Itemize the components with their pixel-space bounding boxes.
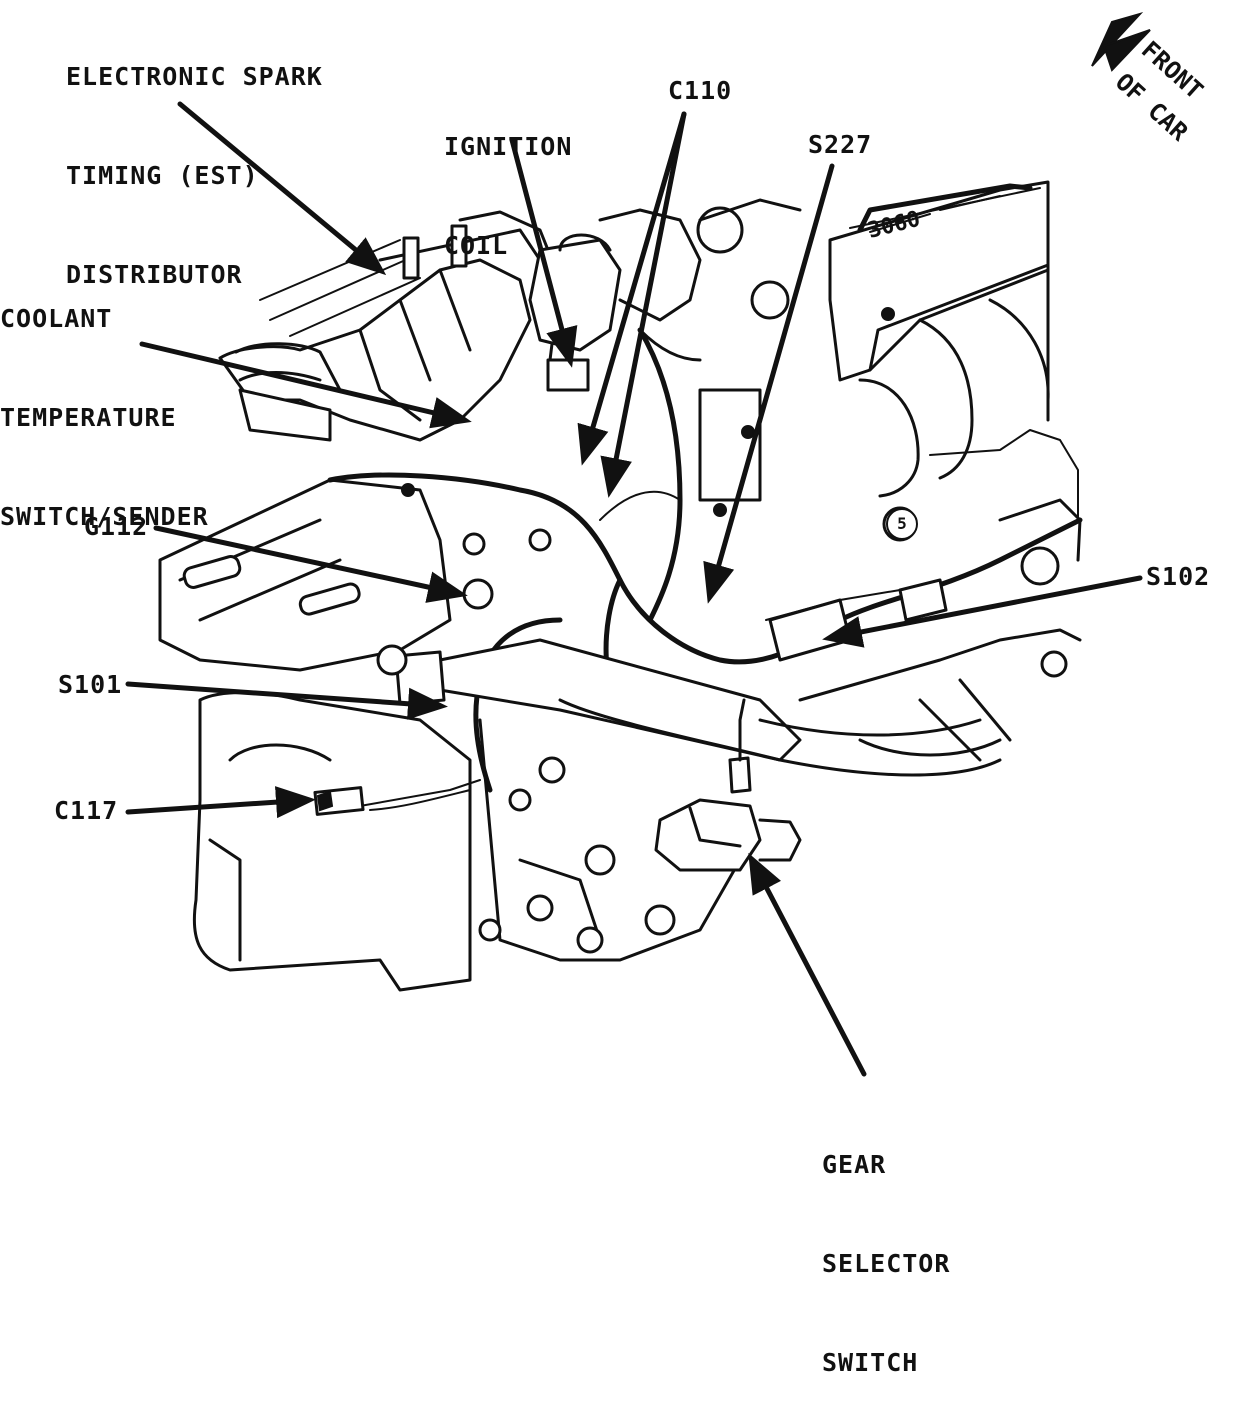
label-coolant-line3: SWITCH/SENDER <box>0 502 209 531</box>
label-ignition-coil-line2: COIL <box>444 231 509 260</box>
gear-selector-switch-part <box>654 698 802 872</box>
arrow-c117 <box>125 786 316 819</box>
arrow-s101 <box>125 681 448 720</box>
arrow-c110-a <box>577 111 687 466</box>
engine-block <box>158 478 552 672</box>
label-ignition-coil-line1: IGNITION <box>444 132 573 161</box>
arrow-coolant <box>139 341 472 429</box>
label-est-distributor-line3: DISTRIBUTOR <box>66 260 243 289</box>
intake-manifold: 3060 <box>828 180 1079 542</box>
label-s102: S102 <box>1146 562 1211 591</box>
label-c110: C110 <box>668 76 733 105</box>
transmission-housing <box>192 638 1002 992</box>
leader-arrows <box>125 101 1143 1077</box>
exhaust-side <box>768 498 1082 762</box>
label-ignition-coil: IGNITION COIL <box>444 64 572 295</box>
front-of-car-indicator: FRONT OF CAR <box>1091 12 1208 147</box>
label-coolant-line1: COOLANT <box>0 304 113 333</box>
label-est-distributor-line1: ELECTRONIC SPARK <box>66 62 323 91</box>
label-est-distributor-line2: TIMING (EST) <box>66 161 259 190</box>
arrow-ignition-coil <box>509 137 578 368</box>
distributor <box>218 210 562 442</box>
ignition-coil <box>528 198 802 517</box>
label-gear-line2: SELECTOR <box>822 1249 951 1278</box>
callout-marker-5: 5 <box>886 508 918 540</box>
label-c117: C117 <box>54 796 119 825</box>
arrow-gear-selector <box>748 852 867 1077</box>
label-coolant-sensor: COOLANT TEMPERATURE SWITCH/SENDER <box>0 236 209 566</box>
label-s227: S227 <box>808 130 873 159</box>
front-arrow-icon <box>1091 12 1144 67</box>
arrow-s227 <box>703 163 835 604</box>
label-gear-line3: SWITCH <box>822 1348 919 1377</box>
label-s101: S101 <box>58 670 123 699</box>
arrow-c110-b <box>600 111 687 498</box>
arrow-g112 <box>153 525 468 603</box>
arrow-s102 <box>822 575 1143 648</box>
label-est-distributor: ELECTRONIC SPARK TIMING (EST) DISTRIBUTO… <box>66 0 323 324</box>
engine-compartment-diagram: FRONT OF CAR 3060 <box>125 12 1208 1077</box>
c117-connector-part <box>313 786 365 816</box>
label-g112: G112 <box>84 512 149 541</box>
label-gear-selector: GEAR SELECTOR SWITCH <box>822 1082 950 1412</box>
label-gear-line1: GEAR <box>822 1150 887 1179</box>
label-coolant-line2: TEMPERATURE <box>0 403 177 432</box>
arrow-est-distributor <box>177 101 387 276</box>
